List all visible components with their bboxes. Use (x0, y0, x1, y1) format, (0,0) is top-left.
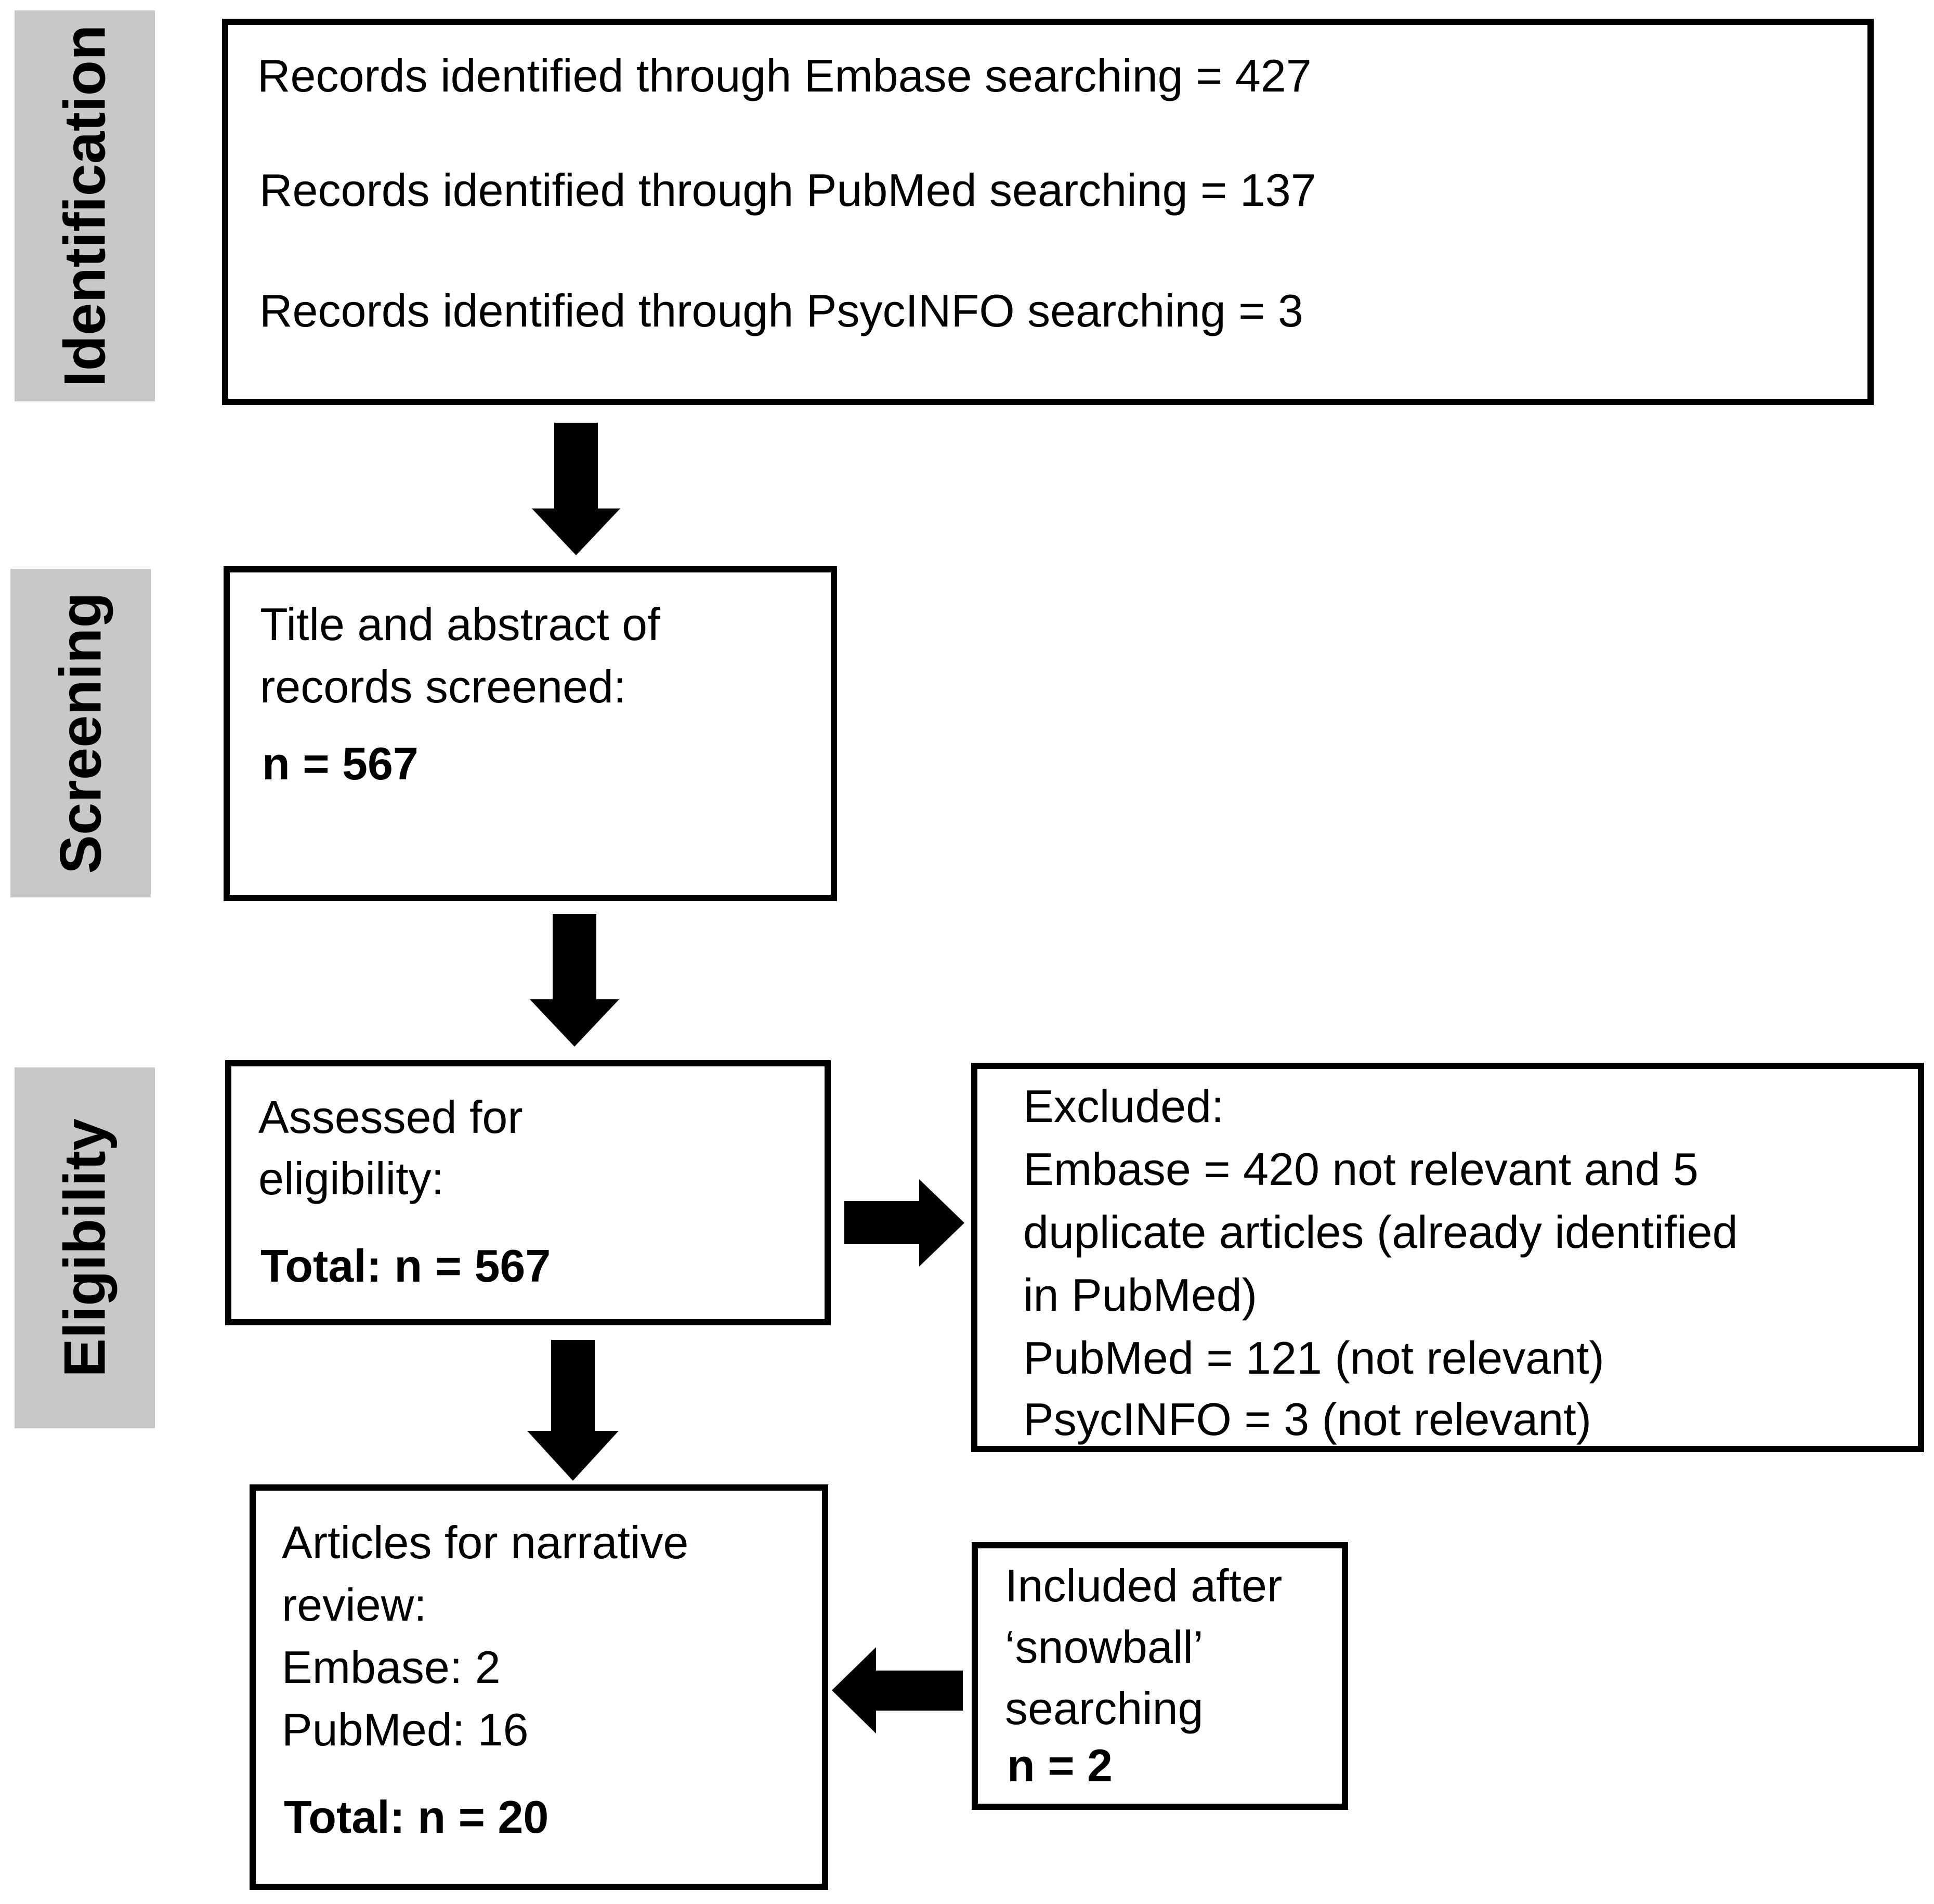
stage-band-eligibility: Eligibility (15, 1067, 155, 1428)
screening-count: n = 567 (262, 738, 419, 789)
eligibility-line-1: Assessed for (258, 1091, 523, 1143)
screening-line-2: records screened: (260, 661, 626, 712)
excluded-line-4: in PubMed) (1023, 1269, 1258, 1321)
snowball-line-2: ‘snowball’ (1005, 1621, 1204, 1673)
arrow-identification-to-screening (532, 423, 620, 555)
eligibility-box: Assessed for eligibility: Total: n = 567 (225, 1060, 831, 1325)
included-line-2: review: (282, 1579, 427, 1631)
eligibility-line-2: eligibility: (258, 1153, 445, 1204)
excluded-line-6: PsycINFO = 3 (not relevant) (1023, 1393, 1592, 1445)
stage-band-identification: Identification (15, 10, 155, 401)
snowball-line-1: Included after (1005, 1560, 1283, 1611)
included-box: Articles for narrative review: Embase: 2… (250, 1484, 828, 1890)
identification-pubmed-line: Records identified through PubMed search… (259, 164, 1316, 216)
identification-embase-line: Records identified through Embase search… (257, 50, 1312, 101)
included-line-pubmed: PubMed: 16 (282, 1704, 529, 1755)
eligibility-total: Total: n = 567 (260, 1240, 551, 1292)
screening-line-1: Title and abstract of (260, 598, 660, 650)
screening-box: Title and abstract of records screened: … (224, 566, 837, 901)
arrow-snowball-to-included (832, 1647, 963, 1733)
identification-psycinfo-line: Records identified through PsycINFO sear… (259, 285, 1303, 336)
arrow-screening-to-eligibility (530, 914, 619, 1047)
included-line-embase: Embase: 2 (282, 1641, 501, 1693)
snowball-line-3: searching (1005, 1683, 1204, 1734)
snowball-count: n = 2 (1007, 1740, 1113, 1791)
snowball-box: Included after ‘snowball’ searching n = … (972, 1542, 1348, 1810)
stage-band-screening: Screening (10, 569, 151, 897)
excluded-line-5: PubMed = 121 (not relevant) (1023, 1332, 1604, 1384)
arrow-eligibility-to-included (527, 1340, 619, 1481)
arrow-eligibility-to-excluded (844, 1179, 964, 1267)
included-total: Total: n = 20 (284, 1791, 549, 1843)
excluded-line-1: Excluded: (1023, 1080, 1224, 1132)
identification-box: Records identified through Embase search… (222, 19, 1874, 405)
excluded-line-2: Embase = 420 not relevant and 5 (1023, 1143, 1698, 1195)
excluded-box: Excluded: Embase = 420 not relevant and … (971, 1063, 1924, 1452)
included-line-1: Articles for narrative (282, 1517, 689, 1568)
excluded-line-3: duplicate articles (already identified (1023, 1206, 1738, 1258)
